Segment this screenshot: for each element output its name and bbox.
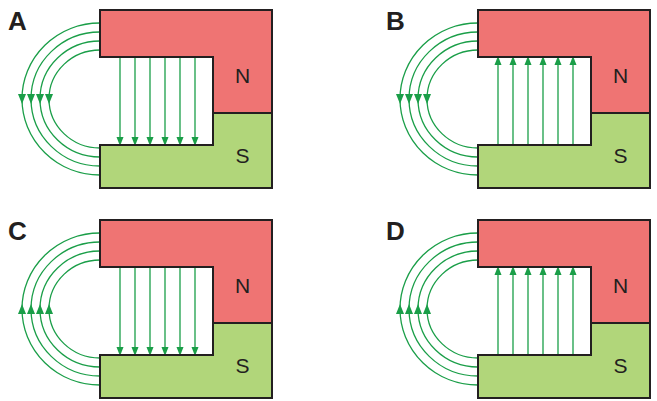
- pole-outline: [100, 323, 272, 398]
- pole-label: S: [213, 144, 272, 167]
- pole-outline: [478, 323, 650, 398]
- south-pole: S: [478, 113, 650, 188]
- pole-label: N: [213, 64, 272, 87]
- south-pole: S: [478, 323, 650, 398]
- pole-shape: [478, 10, 650, 113]
- north-pole: N: [100, 10, 272, 113]
- pole-outline: [100, 10, 272, 113]
- panel-letter: C: [8, 218, 27, 244]
- pole-outline: [478, 113, 650, 188]
- north-pole: N: [478, 220, 650, 323]
- pole-label: S: [591, 144, 650, 167]
- pole-outline: [478, 10, 650, 113]
- pole-shape: [100, 10, 272, 113]
- panel-letter: A: [8, 8, 27, 34]
- panel-letter: D: [386, 218, 405, 244]
- south-pole: S: [100, 323, 272, 398]
- north-pole: N: [478, 10, 650, 113]
- pole-label: S: [213, 354, 272, 377]
- pole-outline: [100, 113, 272, 188]
- pole-outline: [478, 220, 650, 323]
- panel-letter: B: [386, 8, 405, 34]
- pole-outline: [100, 220, 272, 323]
- pole-shape: [478, 220, 650, 323]
- pole-label: N: [213, 274, 272, 297]
- pole-label: N: [591, 64, 650, 87]
- pole-label: N: [591, 274, 650, 297]
- south-pole: S: [100, 113, 272, 188]
- pole-label: S: [591, 354, 650, 377]
- pole-shape: [100, 220, 272, 323]
- north-pole: N: [100, 220, 272, 323]
